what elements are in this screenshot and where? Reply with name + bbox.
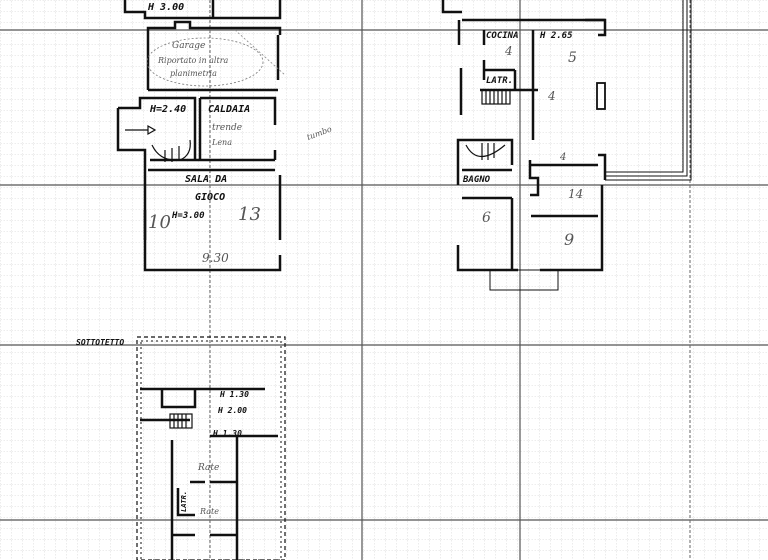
latrina-title: LATR. [486, 76, 513, 86]
stair-right [465, 89, 511, 160]
garage-note-line2: planimetria [170, 69, 217, 78]
sala-title-line2: GIOCO [195, 192, 225, 203]
top-pencil-mark: 4 [559, 152, 566, 163]
stair-room-height-label: H=2.40 [149, 104, 186, 115]
caldaia-pencil-note1: trende [212, 123, 242, 133]
attic-title: SOTTOTETTO [76, 338, 124, 347]
attic-height-3: H 1.30 [212, 429, 242, 438]
caldaia-title: CALDAIA [208, 104, 250, 115]
garage-pencil-ellipse [146, 37, 264, 87]
attic-height-2: H 2.00 [217, 406, 247, 415]
center-pencil-mark: 4 [547, 89, 556, 103]
room-b-pencil-mark: 6 [482, 210, 491, 226]
sala-pencil-mark1: 10 [148, 212, 171, 233]
garage-note-line1: Riportato in altra [157, 56, 229, 65]
plan-left-labels: H 3.00 Garage Riportato in altra planime… [146, 2, 333, 265]
cucina-title: COCINA [486, 31, 519, 41]
sala-pencil-mark3: 9.30 [202, 251, 229, 265]
room-a-pencil-mark: 14 [568, 187, 583, 201]
attic-pencil-note2: Rate [199, 507, 219, 516]
attic-height-1: H 1.30 [219, 390, 249, 399]
attic-pencil-note1: Rate [197, 463, 219, 473]
top-room-height-label: H 3.00 [147, 2, 184, 13]
cucina-height-label: H 2.65 [539, 31, 573, 41]
sala-title-line1: SALA DA [185, 174, 227, 185]
cucina-pencil-mark: 4 [504, 44, 513, 58]
attic-latrina-label: LATR. [180, 491, 188, 512]
garage-title: Garage [172, 41, 205, 51]
plan-attic-labels: SOTTOTETTO H 1.30 H 2.00 H 1.30 LATR. Ra… [76, 338, 249, 516]
room-c-pencil-mark: 9 [564, 230, 574, 249]
sala-pencil-mark2: 13 [238, 204, 261, 225]
sala-height-label: H=3.00 [171, 211, 205, 221]
cucina-pencil-mark2: 5 [568, 50, 577, 66]
plan-right-labels: COCINA H 2.65 4 5 LATR. 4 BAGNO 4 14 6 9 [462, 31, 583, 249]
stair-spiral-left [125, 124, 191, 162]
bagno-title: BAGNO [462, 175, 491, 185]
terrace-outline [489, 0, 692, 291]
plan-attic [136, 336, 286, 560]
caldaia-pencil-note2: Lena [211, 138, 232, 147]
